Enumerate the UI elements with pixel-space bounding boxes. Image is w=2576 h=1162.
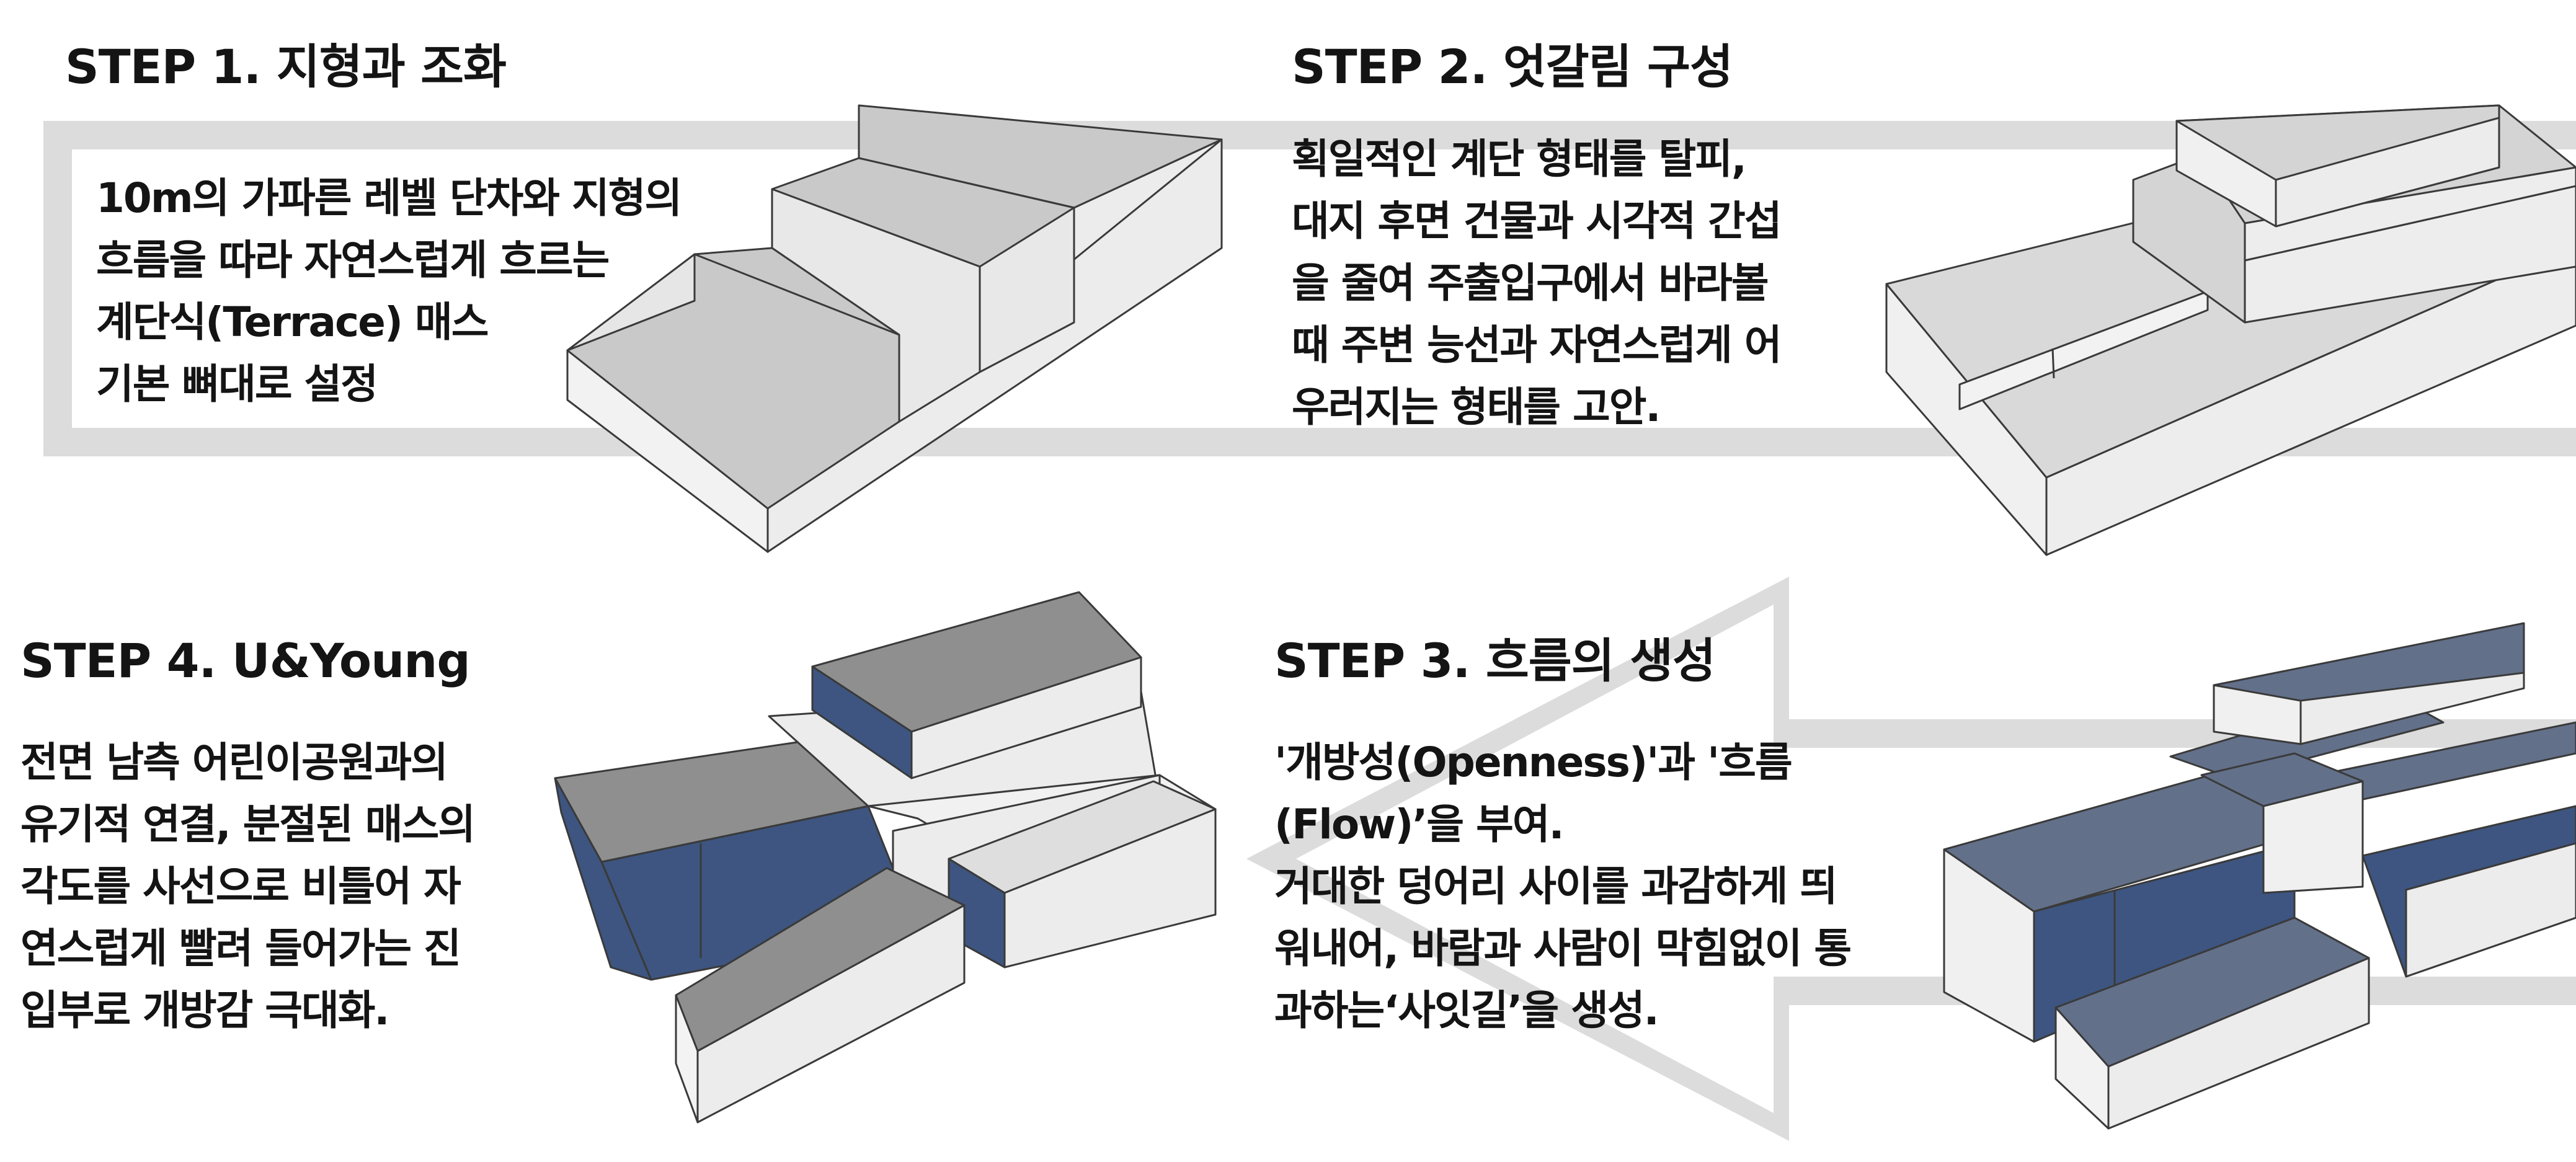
step-3: STEP 3. 흐름의 생성 '개방성(Openness)'과 '흐름 (Flo… <box>1274 632 1852 1034</box>
step-4-description: 전면 남측 어린이공원과의 유기적 연결, 분절된 매스의 각도를 사선으로 비… <box>20 732 476 1042</box>
step-3-line: 워내어, 바람과 사람이 막힘없이 통 <box>1274 925 1852 972</box>
step-4-line: 전면 남측 어린이공원과의 <box>20 738 448 786</box>
step-3-line: 과하는‘사잇길’을 생성. <box>1274 987 1659 1034</box>
step-3-line: '개방성(Openness)'과 '흐름 <box>1274 738 1793 786</box>
step-3-description: '개방성(Openness)'과 '흐름 (Flow)’을 부여. 거대한 덩어… <box>1274 732 1852 1042</box>
flow-band-top <box>43 121 2576 149</box>
step-4-line: 유기적 연결, 분절된 매스의 <box>20 801 476 848</box>
step-3-line: (Flow)’을 부여. <box>1274 801 1565 848</box>
step-2-line: 획일적인 계단 형태를 탈피, <box>1292 135 1747 183</box>
step-4-line: 입부로 개방감 극대화. <box>20 987 390 1034</box>
step-4-line: 각도를 사선으로 비틀어 자 <box>20 863 461 910</box>
step1-terrace-mass <box>566 104 1223 553</box>
step-2-line: 우러지는 형태를 고안. <box>1292 383 1661 431</box>
step-1-line: 10m의 가파른 레벨 단차와 지형의 <box>96 174 682 222</box>
step4-twisted-mass <box>554 591 1217 1124</box>
step-2-line: 을 줄여 주출입구에서 바라볼 <box>1292 259 1769 307</box>
step-2: STEP 2. 엇갈림 구성 획일적인 계단 형태를 탈피, 대지 후면 건물과… <box>1292 38 1782 431</box>
step-1-line: 기본 뼈대로 설정 <box>96 360 378 408</box>
step-1-line: 흐름을 따라 자연스럽게 흐르는 <box>96 236 610 284</box>
step-2-description: 획일적인 계단 형태를 탈피, 대지 후면 건물과 시각적 간섭 을 줄여 주출… <box>1292 128 1782 438</box>
step-2-title: STEP 2. 엇갈림 구성 <box>1292 39 1733 94</box>
step-3-line: 거대한 덩어리 사이를 과감하게 띄 <box>1274 863 1837 910</box>
step-1-title: STEP 1. 지형과 조화 <box>65 39 507 94</box>
step-2-line: 때 주변 능선과 자연스럽게 어 <box>1292 321 1782 369</box>
step-4: STEP 4. U&Young 전면 남측 어린이공원과의 유기적 연결, 분절… <box>20 632 476 1034</box>
step-4-title: STEP 4. U&Young <box>20 633 471 688</box>
step-1-description: 10m의 가파른 레벨 단차와 지형의 흐름을 따라 자연스럽게 흐르는 계단식… <box>96 167 682 415</box>
step3-flow-mass <box>1943 622 2576 1130</box>
flow-band-left <box>43 121 72 456</box>
step-3-title: STEP 3. 흐름의 생성 <box>1274 633 1716 688</box>
step-2-line: 대지 후면 건물과 시각적 간섭 <box>1292 197 1782 245</box>
step-4-line: 연스럽게 빨려 들어가는 진 <box>20 925 461 972</box>
step-1-line: 계단식(Terrace) 매스 <box>96 298 489 346</box>
step2-shifted-mass <box>1885 104 2576 556</box>
flow-band-right-upper <box>1774 719 2576 748</box>
